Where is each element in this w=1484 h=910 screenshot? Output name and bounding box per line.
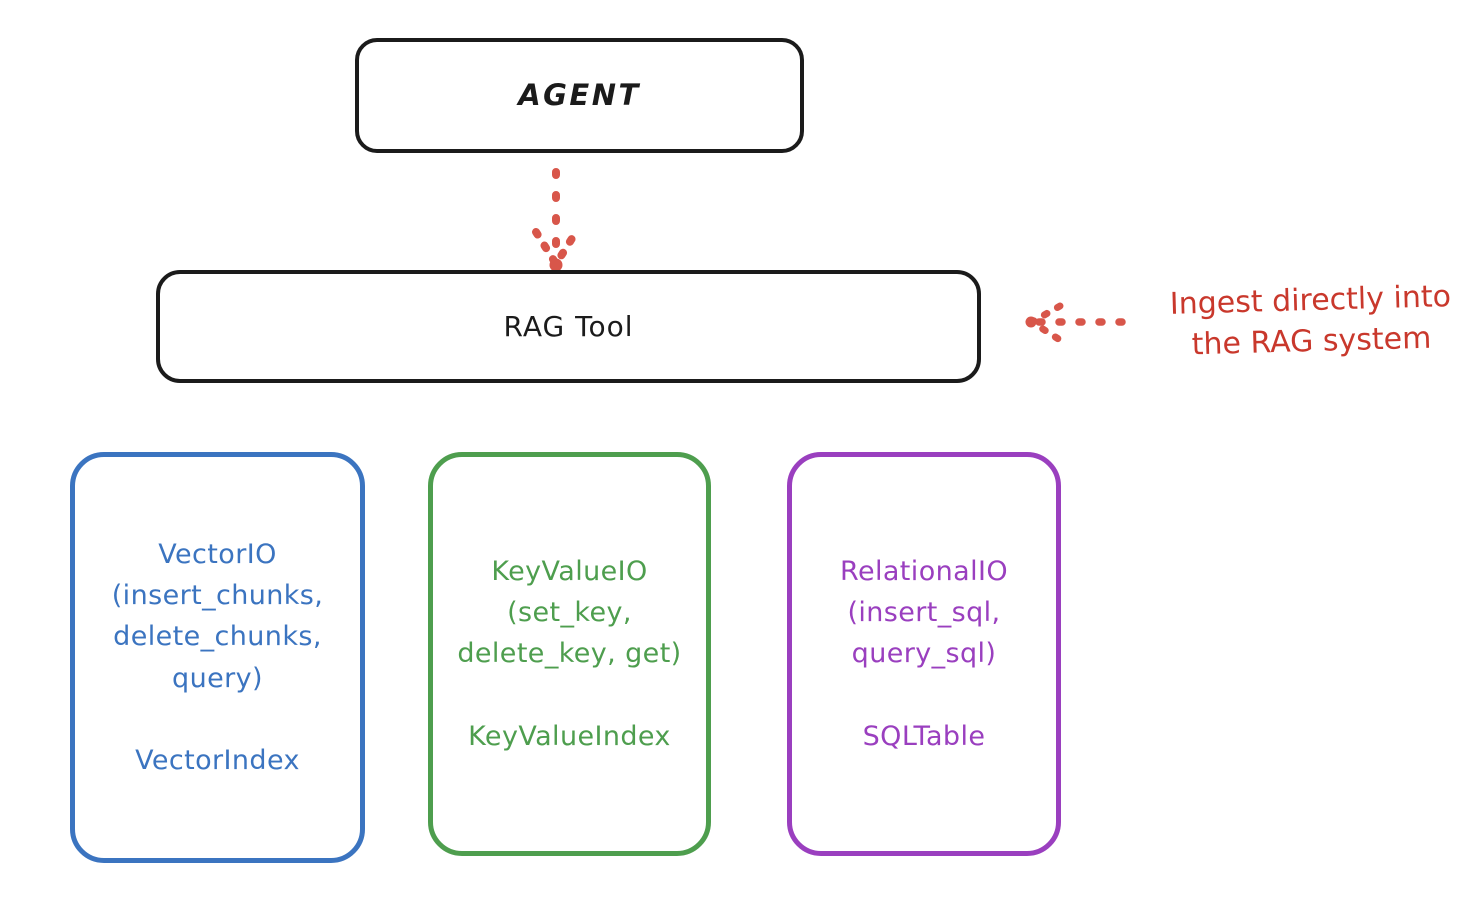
edge-ingest-annotation-arrow (1025, 302, 1126, 344)
node-vector-io-label: VectorIO (insert_chunks, delete_chunks, … (111, 539, 324, 776)
node-agent-label: AGENT (518, 77, 641, 112)
node-rag-tool[interactable]: RAG Tool (156, 270, 981, 383)
node-key-value-io-label: KeyValueIO (set_key, delete_key, get) Ke… (457, 556, 682, 752)
node-relational-io[interactable]: RelationalIO (insert_sql, query_sql) SQL… (787, 452, 1061, 856)
node-vector-io[interactable]: VectorIO (insert_chunks, delete_chunks, … (70, 452, 365, 863)
node-relational-io-label: RelationalIO (insert_sql, query_sql) SQL… (840, 556, 1008, 752)
node-key-value-io[interactable]: KeyValueIO (set_key, delete_key, get) Ke… (428, 452, 711, 856)
node-rag-tool-label: RAG Tool (503, 309, 634, 343)
edge-agent-to-rag-tool (532, 168, 580, 272)
node-agent[interactable]: AGENT (355, 38, 804, 153)
annotation-ingest-text: Ingest directly into the RAG system (1169, 279, 1452, 363)
